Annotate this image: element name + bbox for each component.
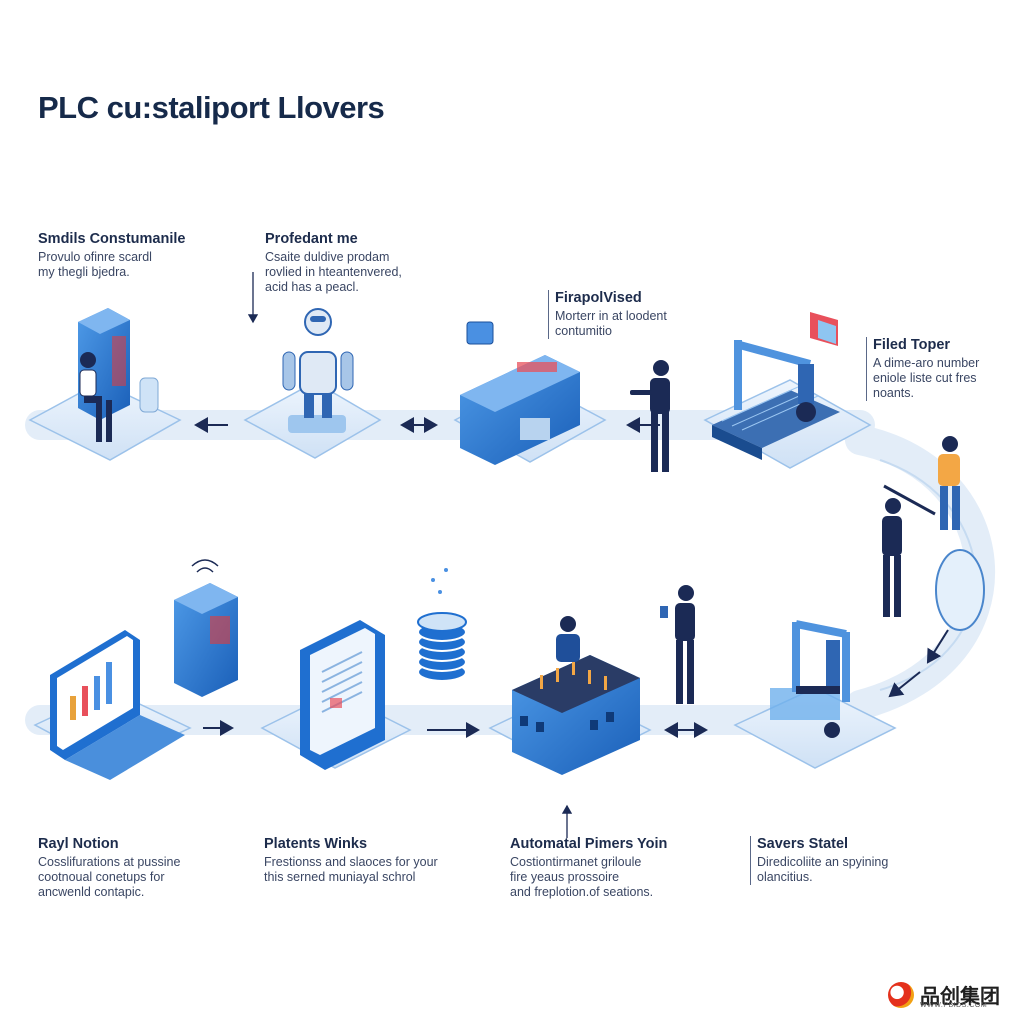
person-icon <box>938 436 960 530</box>
step-heading: Smdils Constumanile <box>38 231 186 247</box>
step-text: cootnoual conetups for <box>38 870 165 884</box>
brand-name: 品创集团 <box>920 986 1000 1008</box>
step-caption-3: FirapolVised Morterr in at loodent contu… <box>548 290 667 339</box>
step-text: and freplotion.of seations. <box>510 885 654 899</box>
step-heading: Savers Statel <box>757 836 849 852</box>
step-caption-4: Filed Toper A dime-aro number eniole lis… <box>866 337 979 401</box>
step-heading: Profedant me <box>265 231 358 247</box>
step-heading: Rayl Notion <box>38 836 119 852</box>
step-text: Morterr in at loodent <box>555 309 667 323</box>
step-text: acid has a peacl. <box>265 280 359 294</box>
step-caption-5: Rayl Notion Cosslifurations at pussine c… <box>38 836 180 900</box>
robot-icon <box>282 308 354 433</box>
step-text: Frestionss and slaoces for your <box>264 855 438 869</box>
assembly-crane-icon <box>712 312 840 460</box>
page-title: PLC cu:staliport Llovers <box>38 90 385 125</box>
person-icon <box>630 360 670 472</box>
step-heading: FirapolVised <box>555 290 642 306</box>
wireless-server-icon <box>174 559 238 697</box>
step-heading: Filed Toper <box>873 337 951 353</box>
flow-arrow <box>203 720 708 738</box>
step-text: contumitio <box>555 324 612 338</box>
step-text: Provulo ofinre scardl <box>38 250 152 264</box>
brand-mark-icon <box>888 982 914 1008</box>
brand-url: WWW.PBIDS.COM <box>920 1002 988 1009</box>
person-icon <box>882 484 936 617</box>
step-text: A dime-aro number <box>873 356 980 370</box>
step-text: Costiontirmanet griloule <box>510 855 642 869</box>
lens-icon <box>935 549 985 631</box>
step-text: Csaite duldive prodam <box>265 250 390 264</box>
person-icon <box>79 352 112 442</box>
step-caption-1: Smdils Constumanile Provulo ofinre scard… <box>38 231 185 280</box>
step-heading: Automatal Pimers Yoin <box>510 836 668 852</box>
step-text: Diredicoliite an spyining <box>757 855 889 869</box>
flow-arrow <box>194 417 949 698</box>
step-caption-6: Platents Winks Frestionss and slaoces fo… <box>264 836 438 885</box>
step-text: olancitius. <box>757 870 813 884</box>
step-caption-7: Automatal Pimers Yoin Costiontirmanet gr… <box>510 836 667 900</box>
step-text: ancwenld contapic. <box>38 885 145 899</box>
person-icon <box>660 585 695 704</box>
laptop-chart-icon <box>50 630 185 780</box>
step-text: noants. <box>873 386 915 400</box>
automation-panel-icon <box>512 655 640 775</box>
document-display-icon <box>300 620 385 770</box>
person-icon <box>556 616 580 662</box>
step-heading: Platents Winks <box>264 836 368 852</box>
step-caption-8: Savers Statel Diredicoliite an spyining … <box>750 836 888 885</box>
step-text: my thegli bjedra. <box>38 265 130 279</box>
control-machine-icon <box>460 321 580 465</box>
gantry-machine-icon <box>770 620 850 738</box>
step-text: Cosslifurations at pussine <box>38 855 181 869</box>
database-icon <box>417 612 467 682</box>
step-text: fire yeaus prossoire <box>510 870 620 884</box>
brand-logo: 品创集团 WWW.PBIDS.COM <box>888 980 1008 1012</box>
step-caption-2: Profedant me Csaite duldive prodam rovli… <box>265 231 402 295</box>
step-text: eniole liste cut fres <box>873 371 977 385</box>
step-text: this serned muniayal schrol <box>264 870 416 884</box>
step-text: rovlied in hteantenvered, <box>265 265 402 279</box>
